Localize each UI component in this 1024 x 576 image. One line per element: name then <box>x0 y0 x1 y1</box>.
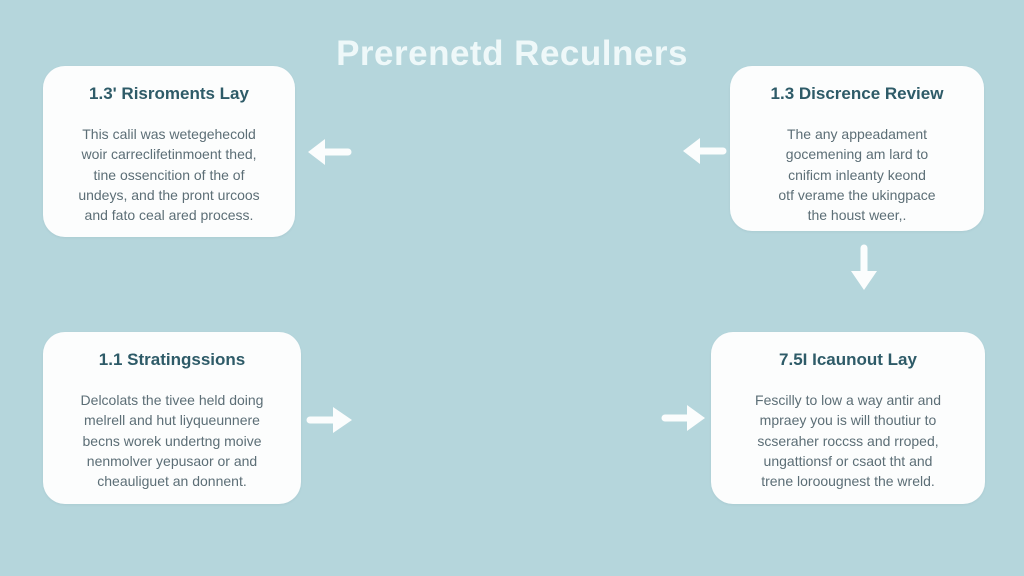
card-top-left: 1.3' Risroments Lay This calil was weteg… <box>43 66 295 237</box>
arrow-right-icon <box>305 400 357 440</box>
card-bottom-right: 7.5I Icaunout Lay Fescilly to low a way … <box>711 332 985 504</box>
card-bottom-left: 1.1 Stratingssions Delcolats the tivee h… <box>43 332 301 504</box>
arrow-left-icon <box>678 132 728 170</box>
arrow-down-icon <box>845 243 883 295</box>
card-heading: 1.3 Discrence Review <box>770 84 944 103</box>
card-heading: 1.3' Risroments Lay <box>89 84 249 103</box>
card-body: The any appeadament gocemening am lard t… <box>778 126 936 224</box>
arrow-left-icon <box>303 133 353 171</box>
card-heading: 7.5I Icaunout Lay <box>779 350 917 369</box>
card-body: Delcolats the tivee held doing melrell a… <box>80 392 264 490</box>
card-body: This calil was wetegehecold woir carrecl… <box>78 126 260 224</box>
card-heading: 1.1 Stratingssions <box>98 350 246 369</box>
card-body: Fescilly to low a way antir and mpraey y… <box>755 392 941 490</box>
card-top-right: 1.3 Discrence Review The any appeadament… <box>730 66 984 231</box>
diagram-title: Prerenetd Reculners <box>336 34 688 73</box>
arrow-right-icon <box>660 399 710 437</box>
